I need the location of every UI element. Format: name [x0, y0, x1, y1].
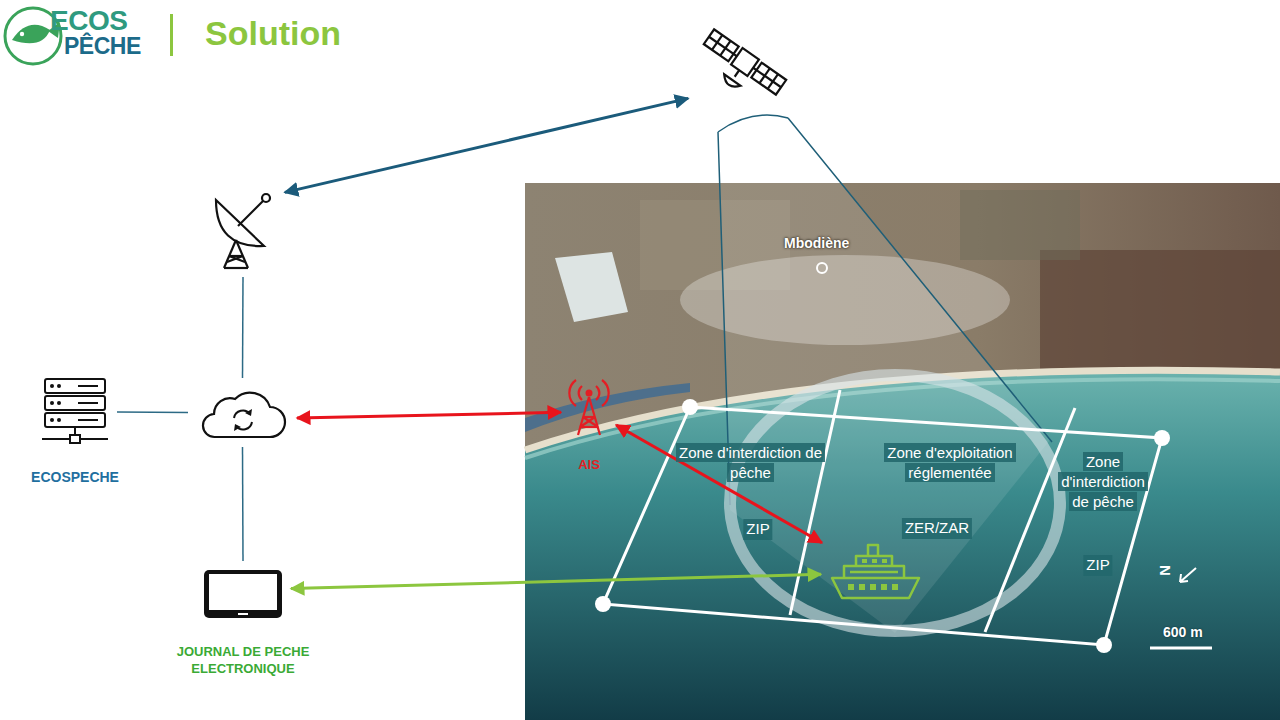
- logo-separator: [170, 14, 173, 56]
- cloud-node: [195, 385, 290, 440]
- north-arrow: [1180, 568, 1196, 582]
- zone-heading: Zone d'exploitation réglementée: [875, 443, 1025, 483]
- zone-code: ZIP: [1083, 555, 1112, 576]
- zone-outline: [603, 407, 1162, 645]
- zone-region: Zone d'exploitation réglementéeZER/ZAR: [875, 443, 1025, 483]
- satellite-node: [695, 22, 790, 107]
- zone-region: Zone d'interdiction de pêcheZIP: [1053, 452, 1153, 512]
- zone-name: Zone d'interdiction de pêche: [1058, 452, 1148, 511]
- server-icon: [40, 377, 110, 447]
- logo-word: PÊCHE: [64, 33, 141, 60]
- scale-bar: [1150, 647, 1212, 650]
- connector: [242, 277, 244, 378]
- ground-station-icon: [208, 190, 278, 270]
- place-marker: [817, 263, 827, 273]
- scale-text: 600 m: [1163, 624, 1203, 640]
- boat-node: [828, 540, 923, 602]
- tablet-icon: [202, 568, 284, 620]
- zone-name: Zone d'exploitation réglementée: [884, 443, 1015, 482]
- slide-title: Solution: [205, 14, 341, 53]
- logo-word: ECOS: [50, 5, 127, 37]
- ais-label: AIS: [578, 457, 600, 472]
- zone-divider: [985, 408, 1075, 632]
- satellite-icon: [695, 22, 790, 107]
- cloud-icon: [195, 385, 290, 440]
- connector: [291, 574, 821, 588]
- zone-name: Zone d'interdiction de pêche: [676, 443, 825, 482]
- connector: [117, 411, 188, 413]
- corner-dot: [1154, 430, 1170, 446]
- connector: [242, 447, 244, 561]
- zone-code: ZER/ZAR: [902, 518, 972, 539]
- journal-label: JOURNAL DE PECHE ELECTRONIQUE: [151, 644, 336, 678]
- place-name: Mbodiène: [784, 235, 849, 251]
- connector: [297, 412, 561, 418]
- field-patch: [960, 190, 1080, 260]
- corner-dot: [595, 596, 611, 612]
- ais-antenna-icon: [568, 375, 610, 437]
- corner-dot: [682, 399, 698, 415]
- ais-node: AIS: [568, 375, 610, 437]
- north-sign: N: [1157, 565, 1174, 576]
- zone-region: Zone d'interdiction de pêcheZIP: [675, 443, 826, 483]
- field-patch: [1040, 250, 1280, 380]
- boat-icon: [828, 540, 923, 602]
- logo-fish-eye: [20, 32, 24, 36]
- server-label: ECOSPECHE: [31, 469, 119, 485]
- tablet-node: JOURNAL DE PECHE ELECTRONIQUE: [202, 568, 284, 620]
- zone-heading: Zone d'interdiction de pêche: [675, 443, 826, 483]
- corner-dot: [1096, 637, 1112, 653]
- salt-flat: [555, 252, 628, 322]
- server-node: ECOSPECHE: [40, 377, 110, 447]
- logo-fish: [12, 25, 50, 43]
- zone-heading: Zone d'interdiction de pêche: [1053, 452, 1153, 512]
- zone-code: ZIP: [743, 519, 772, 540]
- ground-station-node: [208, 190, 278, 270]
- connector: [285, 98, 688, 192]
